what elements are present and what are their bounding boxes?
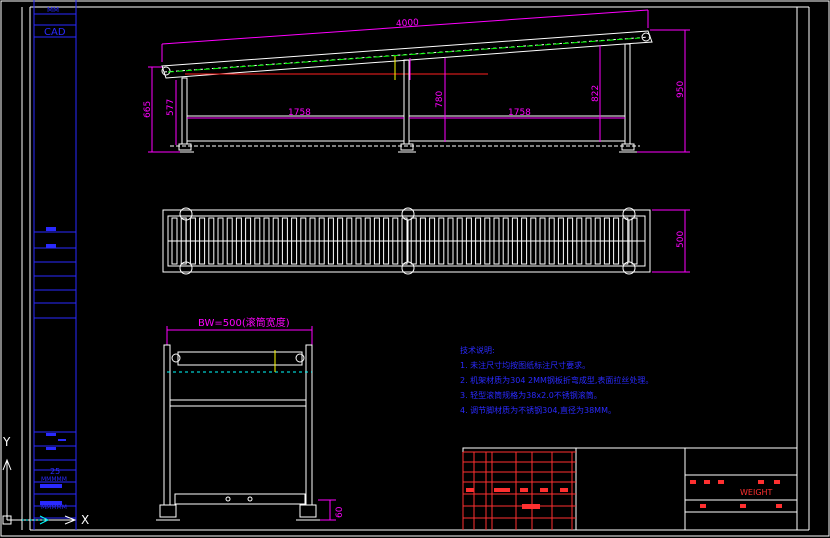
ucs-icon (2, 458, 77, 525)
note-item-2: 2. 机架材质为304 2MM钢板折弯成型,表面拉丝处理。 (460, 375, 653, 385)
note-item-3: 3. 轻型滚筒规格为38x2.0不锈钢滚筒。 (460, 390, 602, 400)
note-item-4: 4. 调节脚材质为不锈钢304,直径为38MM。 (460, 405, 616, 415)
dim-span-left: 1758 (288, 108, 311, 118)
end-view: BW=500(滚筒宽度) 60 (156, 316, 345, 521)
strip-mini-label: MM (47, 6, 59, 14)
note-item-1: 1. 未注尺寸均按图纸标注尺寸要求。 (460, 360, 590, 370)
strip-top-label: CAD (44, 27, 66, 38)
side-view: 4000 665 577 1758 1758 780 822 950 (143, 9, 690, 153)
dim-leg-height: 577 (166, 99, 176, 116)
dim-right-height: 950 (676, 81, 686, 98)
technical-notes: 技术说明: 1. 未注尺寸均按图纸标注尺寸要求。 2. 机架材质为304 2MM… (460, 345, 653, 415)
dim-belt-width: BW=500(滚筒宽度) (198, 316, 290, 329)
dim-mid-height: 780 (435, 91, 445, 108)
strip-lower-label-1: MMMMM (41, 476, 67, 483)
dim-top-width: 500 (676, 231, 686, 248)
side-strip: MM CAD 25 MMMMM MMMMM (33, 0, 77, 530)
ucs-x-label: X (81, 513, 89, 527)
dim-foot-height: 60 (335, 506, 345, 518)
top-view: 500 (162, 207, 690, 275)
title-weight-label: WEIGHT (740, 488, 773, 497)
strip-count-label: 25 (50, 467, 60, 476)
title-block: WEIGHT (462, 447, 798, 531)
ucs-y-label: Y (2, 435, 11, 449)
dim-right-inner-height: 822 (591, 85, 601, 102)
dim-span-right: 1758 (508, 108, 531, 118)
notes-title: 技术说明: (460, 345, 495, 355)
strip-lower-label-2: MMMMM (41, 504, 67, 511)
dim-left-height: 665 (143, 101, 153, 118)
dim-overall-length: 4000 (396, 18, 420, 30)
